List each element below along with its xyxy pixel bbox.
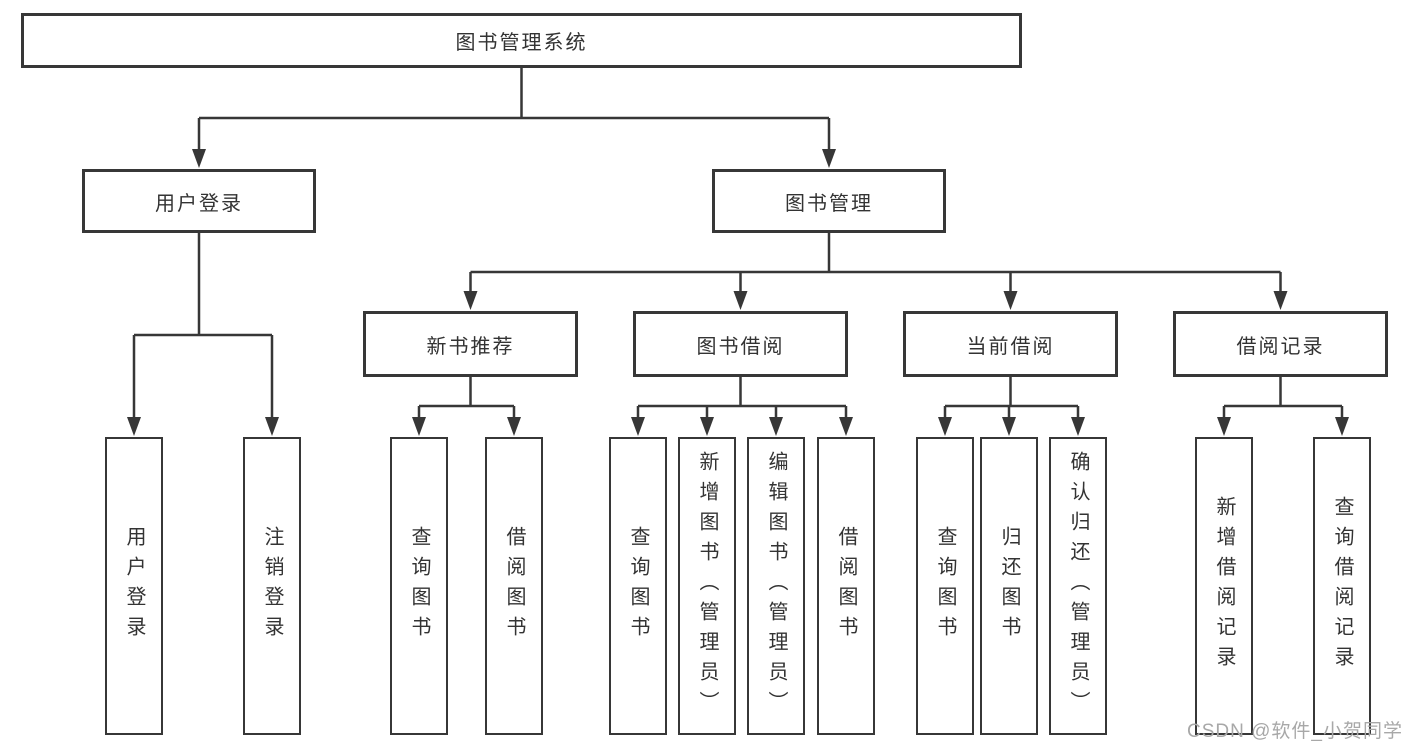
node-label: 确认归还（管理员） [1067,451,1089,721]
connector-root-to-level2 [197,68,831,150]
connector-book-borrow-group [636,377,848,417]
node-leaf-add-borrow-record: 新增借阅记录 [1195,437,1253,735]
arrowheads-user-login-leaves [127,417,279,436]
node-label: 查询图书 [934,526,956,646]
node-label: 借阅图书 [503,526,525,646]
node-label: 借阅图书 [835,526,857,646]
node-label: 新增图书（管理员） [696,451,718,721]
node-leaf-borrow-books-1: 借阅图书 [485,437,543,735]
arrowheads-borrow-record-leaves [1217,417,1349,436]
node-root-library-system: 图书管理系统 [21,13,1022,68]
node-new-book-recommend: 新书推荐 [363,311,578,377]
node-label: 用户登录 [123,526,145,646]
arrowheads-current-borrow-leaves [938,417,1085,436]
connector-current-borrow-group [943,377,1080,417]
node-book-borrow: 图书借阅 [633,311,848,377]
node-label: 新增借阅记录 [1213,496,1235,676]
connector-borrow-record-group [1222,377,1344,417]
node-current-borrow: 当前借阅 [903,311,1118,377]
node-label: 归还图书 [998,526,1020,646]
node-leaf-query-books-2: 查询图书 [609,437,667,735]
node-label: 注销登录 [261,526,283,646]
watermark: CSDN @软件_小贺同学 [1187,721,1403,742]
node-user-login-module: 用户登录 [82,169,316,233]
node-leaf-borrow-books-2: 借阅图书 [817,437,875,735]
arrowheads-level2 [192,149,836,168]
node-leaf-add-books-admin: 新增图书（管理员） [678,437,736,735]
node-leaf-logout: 注销登录 [243,437,301,735]
node-label: 查询借阅记录 [1331,496,1353,676]
arrowheads-new-book-leaves [412,417,521,436]
arrowheads-book-borrow-leaves [631,417,853,436]
node-leaf-user-login: 用户登录 [105,437,163,735]
node-label: 查询图书 [408,526,430,646]
connector-user-login-branch [132,233,274,417]
connector-book-management-branch [469,233,1282,291]
node-leaf-query-borrow-record: 查询借阅记录 [1313,437,1371,735]
node-leaf-return-books: 归还图书 [980,437,1038,735]
node-label: 编辑图书（管理员） [765,451,787,721]
arrowheads-level3 [463,291,1288,310]
node-book-management-module: 图书管理 [712,169,946,233]
node-borrow-record: 借阅记录 [1173,311,1388,377]
connector-new-book-group [417,377,516,417]
node-leaf-query-books-1: 查询图书 [390,437,448,735]
node-leaf-edit-books-admin: 编辑图书（管理员） [747,437,805,735]
node-leaf-query-books-3: 查询图书 [916,437,974,735]
node-label: 查询图书 [627,526,649,646]
node-leaf-confirm-return-admin: 确认归还（管理员） [1049,437,1107,735]
